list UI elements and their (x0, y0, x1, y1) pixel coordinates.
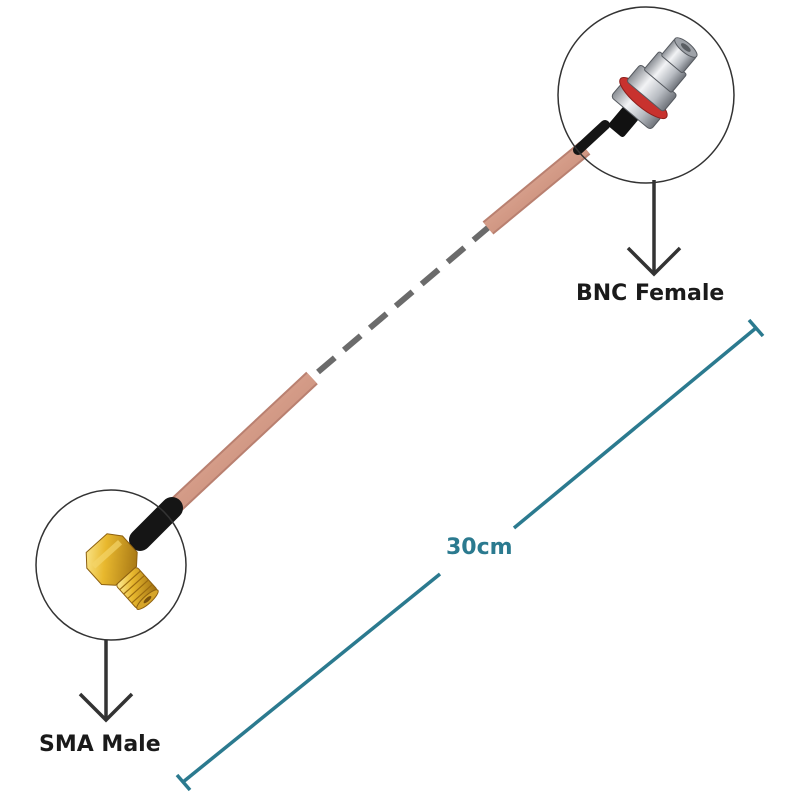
bnc-heatshrink (573, 120, 610, 155)
cable-upper-segment (482, 141, 591, 235)
sma-heatshrink (129, 497, 183, 551)
sma-male-label: SMA Male (39, 732, 161, 757)
sma-callout-circle (35, 489, 187, 641)
cable-lower-segment (154, 371, 318, 527)
length-dimension-line (175, 318, 765, 792)
sma-male-connector-icon (85, 533, 159, 610)
bnc-callout-circle (557, 6, 735, 184)
cable-break-dashes (316, 223, 492, 375)
sma-down-arrow-icon (78, 640, 134, 723)
bnc-female-connector-icon (608, 37, 698, 137)
length-label: 30cm (446, 535, 513, 560)
bnc-down-arrow-icon (626, 180, 682, 277)
bnc-female-label: BNC Female (576, 281, 725, 306)
